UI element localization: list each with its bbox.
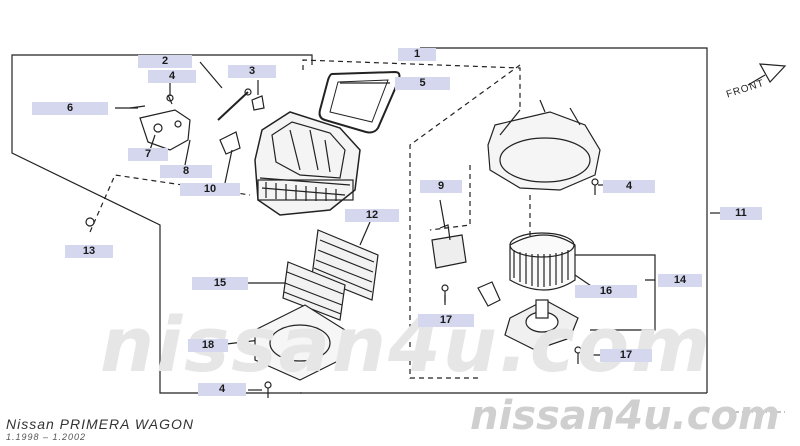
scroll-housing [487,111,601,191]
part-label-18[interactable]: 18 [188,339,228,352]
part-label-13[interactable]: 13 [65,245,113,258]
part-label-11[interactable]: 11 [720,207,762,220]
part-label-4-right[interactable]: 4 [603,180,655,193]
part-label-12[interactable]: 12 [345,209,399,222]
part-label-2[interactable]: 2 [138,55,192,68]
part-label-3[interactable]: 3 [228,65,276,78]
part-label-8[interactable]: 8 [160,165,212,178]
link-rod [217,91,249,121]
part-label-9[interactable]: 9 [420,180,462,193]
part-label-10[interactable]: 10 [180,183,240,196]
model-title: Nissan PRIMERA WAGON [6,416,195,432]
part-label-5[interactable]: 5 [395,77,450,90]
watermark-corner: nissan4u.com [470,393,780,439]
part-label-6[interactable]: 6 [32,102,108,115]
part-label-15[interactable]: 15 [192,277,248,290]
part-label-4-top[interactable]: 4 [148,70,196,83]
screws [85,94,599,398]
part-label-7[interactable]: 7 [128,148,168,161]
ring-plate [254,304,346,381]
part-label-1[interactable]: 1 [398,48,436,61]
gasket-frame [318,70,401,134]
assembly-outline [11,54,313,394]
part-label-16[interactable]: 16 [575,285,637,298]
part-label-17-left[interactable]: 17 [418,314,474,327]
part-label-14[interactable]: 14 [658,274,702,287]
lever-bracket [139,109,191,151]
resistor [431,234,467,269]
model-years: 1.1998 – 1.2002 [6,432,87,442]
part-label-17-right[interactable]: 17 [600,349,652,362]
front-arrow-icon [758,63,787,84]
part-label-4-bottom[interactable]: 4 [198,383,246,396]
